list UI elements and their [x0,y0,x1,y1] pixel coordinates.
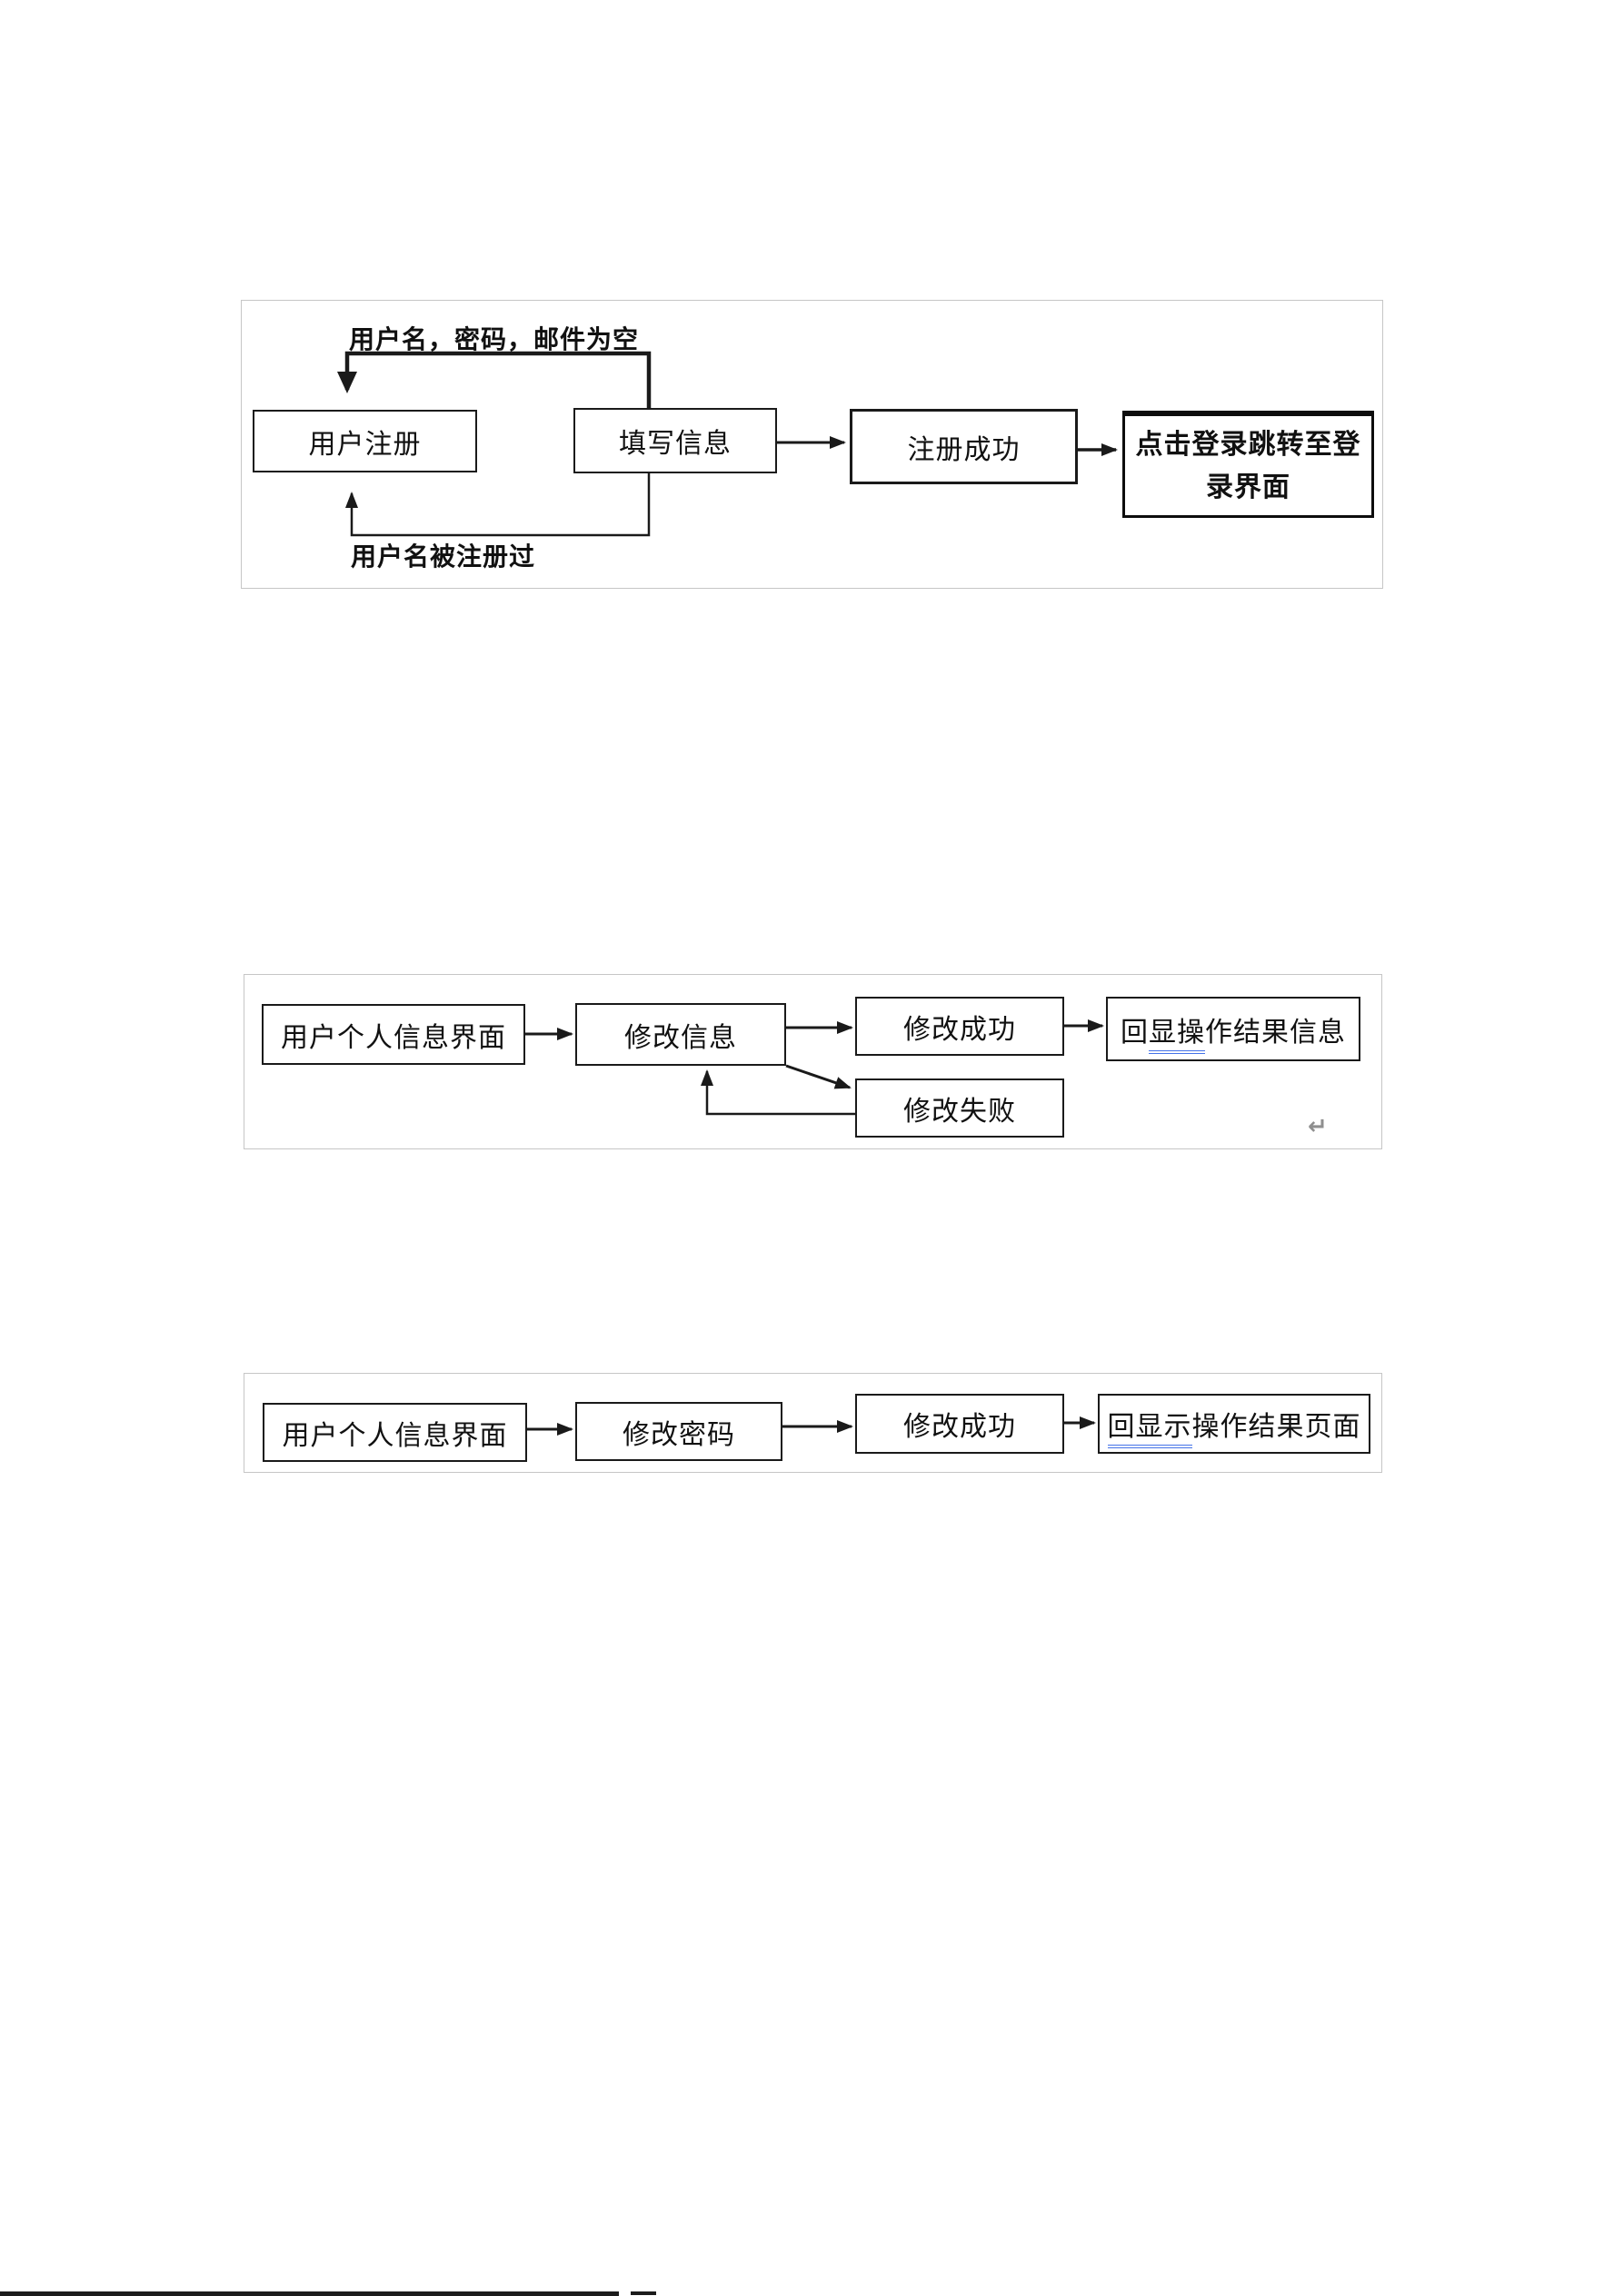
box-user-register-label: 用户注册 [308,428,422,461]
box-profile-page-2: 用户个人信息界面 [263,1403,527,1462]
box-fill-info: 填写信息 [573,408,777,473]
box-goto-login: 点击登录跳转至登 录界面 [1122,411,1374,518]
paragraph-return-mark: ↵ [1308,1113,1328,1140]
result-text-suffix: 作结果信息 [1205,1016,1346,1049]
box-modify-success-2: 修改成功 [855,1394,1064,1454]
box-modify-fail-label: 修改失败 [903,1095,1016,1128]
box-modify-password: 修改密码 [575,1402,782,1461]
box-goto-login-line2: 录界面 [1206,471,1290,503]
bottom-horizontal-rule-segment [631,2291,656,2295]
box-register-success: 注册成功 [850,409,1078,484]
box-goto-login-line1: 点击登录跳转至登 [1135,428,1361,461]
result-page-suffix: 操作结果页面 [1191,1411,1361,1443]
box-modify-fail: 修改失败 [855,1078,1064,1138]
box-register-success-label: 注册成功 [907,433,1021,466]
box-modify-info-label: 修改信息 [624,1021,737,1054]
edge-name-taken-line [345,473,651,537]
label-empty-fields: 用户名，密码，邮件为空 [349,324,640,354]
result-text-prefix: 回 [1121,1016,1149,1049]
edge-fail-retry-line [701,1069,855,1116]
edge-empty-fields-line [337,351,652,408]
result-text-underlined: 显操 [1149,1016,1205,1054]
box-modify-success-label: 修改成功 [903,1013,1016,1046]
result-page-underlined: 回显示 [1107,1411,1192,1448]
box-user-register: 用户注册 [253,410,477,472]
box-echo-result-info: 回显操作结果信息 [1106,997,1360,1061]
box-modify-success-2-label: 修改成功 [903,1411,1016,1443]
box-profile-page-label: 用户个人信息界面 [281,1021,506,1054]
box-echo-result-page: 回显示操作结果页面 [1098,1394,1370,1454]
box-profile-page: 用户个人信息界面 [262,1004,525,1065]
box-profile-page-2-label: 用户个人信息界面 [282,1419,508,1452]
label-name-taken: 用户名被注册过 [351,542,536,572]
registration-flow-panel: 用户名，密码，邮件为空 用户名被注册过 用户注册 填写信息 注册成功 点击登录跳… [241,300,1383,589]
modify-password-flow-panel: 用户个人信息界面 修改密码 修改成功 回显示操作结果页面 [244,1373,1382,1473]
edge-modifyinfo-fail [785,1064,852,1089]
modify-info-flow-panel: 用户个人信息界面 修改信息 修改成功 回显操作结果信息 修改失败 ↵ [244,974,1382,1149]
box-modify-info: 修改信息 [575,1003,786,1066]
box-fill-info-label: 填写信息 [619,428,732,460]
box-modify-success: 修改成功 [855,997,1064,1056]
box-echo-result-page-label: 回显示操作结果页面 [1107,1404,1361,1448]
bottom-horizontal-rule [0,2291,619,2296]
box-modify-password-label: 修改密码 [623,1418,735,1451]
box-echo-result-info-label: 回显操作结果信息 [1121,1009,1346,1054]
